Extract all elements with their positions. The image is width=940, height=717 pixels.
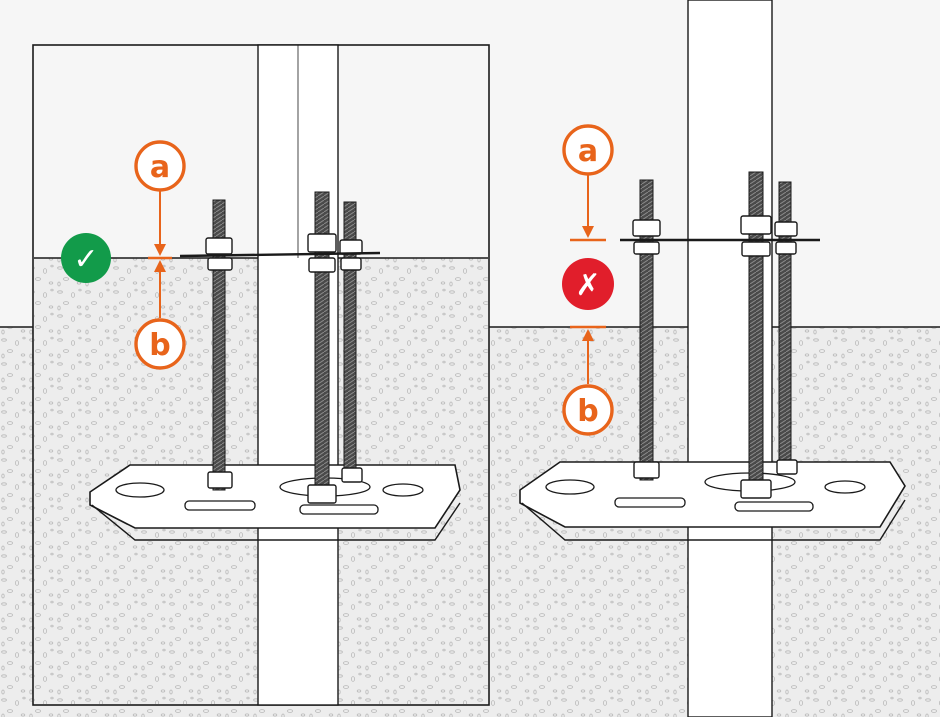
check-symbol-text: ✓: [73, 242, 98, 277]
label-b-incorrect: b: [562, 384, 614, 436]
leveling-plate: [179, 251, 381, 258]
panel-correct: a b ✓: [32, 44, 490, 706]
nuts: [205, 233, 363, 504]
panel-incorrect: a b ✗: [519, 0, 906, 717]
label-b-text: b: [149, 328, 170, 363]
cross-icon: ✗: [562, 258, 614, 310]
nuts-right: [632, 215, 798, 499]
label-b-text-right: b: [577, 394, 598, 429]
base-plate-right: [519, 461, 906, 528]
label-a-text: a: [150, 150, 170, 185]
gap-annotation-correct: [148, 190, 172, 318]
label-a-correct: a: [134, 140, 186, 192]
label-b-correct: b: [134, 318, 186, 370]
cross-symbol-text: ✗: [575, 268, 600, 303]
label-a-text-right: a: [578, 134, 598, 169]
check-icon: ✓: [61, 233, 111, 283]
anchor-bolts: [212, 191, 357, 498]
label-a-incorrect: a: [562, 124, 614, 176]
gap-annotation-incorrect: [570, 172, 606, 384]
